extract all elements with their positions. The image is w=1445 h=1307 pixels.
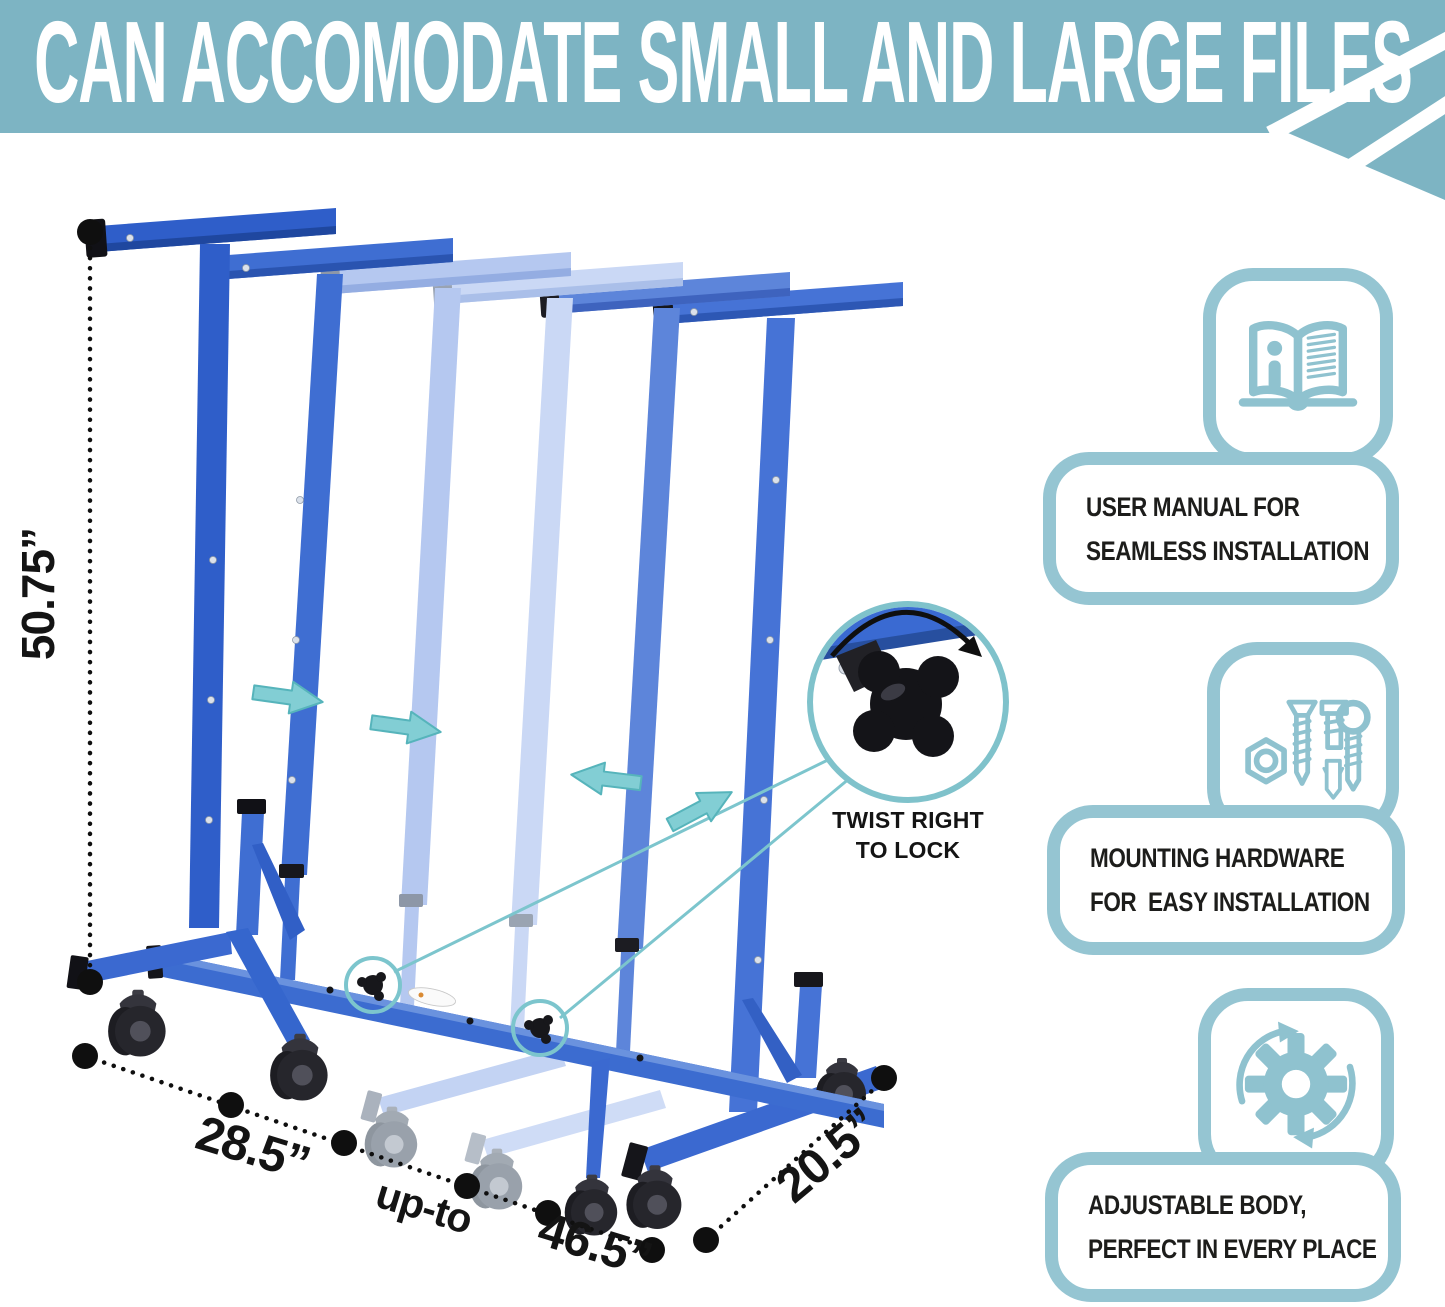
adjustable-gear-icon xyxy=(1236,1021,1356,1149)
height-dimension-label: 50.75” xyxy=(12,528,64,660)
feature-text-line: ADJUSTABLE BODY, xyxy=(1088,1190,1307,1220)
user-manual-book-icon xyxy=(1238,321,1358,411)
knob-highlight-ring-1 xyxy=(344,956,402,1014)
feature-text-box-hardware: MOUNTING HARDWARE FOR EASY INSTALLATION xyxy=(1047,805,1405,955)
spine-rail xyxy=(146,945,884,1128)
feature-text-box-adjustable: ADJUSTABLE BODY, PERFECT IN EVERY PLACE xyxy=(1045,1152,1401,1302)
callout-connector-line-1 xyxy=(393,754,837,974)
feature-icon-box-adjustable xyxy=(1198,988,1394,1184)
feature-text-line: MOUNTING HARDWARE xyxy=(1090,843,1345,873)
banner-diagonal-stripes-icon xyxy=(1266,28,1445,200)
slide-direction-arrows xyxy=(250,675,741,841)
ghost-foot-beams xyxy=(360,1048,666,1210)
twist-label-line1: TWIST RIGHT xyxy=(832,807,984,833)
mounting-hardware-icon xyxy=(1245,699,1371,800)
feature-text-line: USER MANUAL FOR xyxy=(1086,491,1300,522)
front-frame xyxy=(66,208,336,1101)
banner: CAN ACCOMODATE SMALL AND LARGE FILES xyxy=(0,0,1445,133)
knob-zoom-callout: TWIST RIGHT TO LOCK xyxy=(807,601,1009,863)
knob-highlight-ring-2 xyxy=(511,999,569,1057)
depth-min-dimension-label: 28.5” xyxy=(190,1106,316,1191)
feature-text-box-manual: USER MANUAL FOR SEAMLESS INSTALLATION xyxy=(1043,452,1399,605)
screw-heads xyxy=(126,234,780,964)
feature-text-line: PERFECT IN EVERY PLACE xyxy=(1088,1234,1377,1264)
lock-knob-2 xyxy=(524,1015,553,1044)
feature-icon-box-manual xyxy=(1203,268,1393,466)
hanger-post-ghost-1 xyxy=(320,252,571,1006)
feature-text-line: SEAMLESS INSTALLATION xyxy=(1086,535,1370,566)
star-knob-icon xyxy=(853,651,959,757)
brand-logo-sticker xyxy=(408,987,456,1007)
banner-title: CAN ACCOMODATE SMALL AND LARGE FILES xyxy=(33,0,1413,127)
twist-label-line2: TO LOCK xyxy=(856,837,961,863)
middle-leg xyxy=(564,1058,618,1236)
lock-knob-1 xyxy=(357,972,386,1001)
rack-illustration xyxy=(66,208,903,1236)
callout-connector-line-2 xyxy=(559,776,851,1020)
feature-text-line: FOR EASY INSTALLATION xyxy=(1090,887,1370,917)
twist-arrow-icon xyxy=(830,610,974,658)
